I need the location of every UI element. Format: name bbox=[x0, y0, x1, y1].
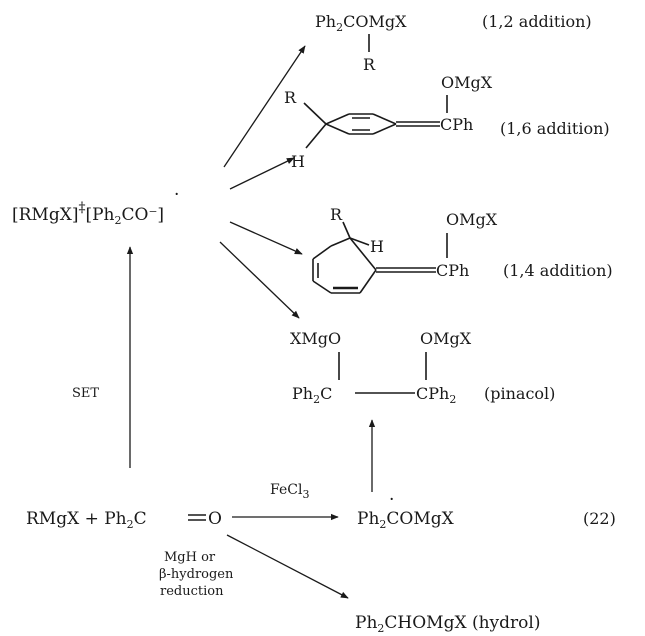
arrow-to-1-4 bbox=[229, 221, 303, 255]
p16-h-bond bbox=[305, 123, 327, 149]
fecl3-label: FeCl3 bbox=[270, 482, 309, 501]
mgh-label-line1: MgH or bbox=[164, 550, 216, 565]
pinacol-left-carbon: Ph2C bbox=[292, 384, 332, 406]
p16-ring-bond bbox=[372, 123, 397, 135]
p14-omgx: OMgX bbox=[446, 210, 498, 229]
arrow-to-1-6 bbox=[229, 157, 295, 190]
p14-cph: CPh bbox=[436, 261, 469, 280]
p16-r: R bbox=[284, 88, 297, 107]
intermediate-formula: [RMgX]‡[Ph2CO⁻] bbox=[12, 200, 164, 227]
product-1-6-addition: R H OMgX CPh (1,6 addition) bbox=[284, 73, 610, 171]
p14-ring-bond bbox=[312, 280, 332, 294]
p14-ring-bond bbox=[330, 237, 351, 247]
p16-r-bond bbox=[303, 102, 327, 125]
p14-h: H bbox=[370, 237, 384, 256]
p12-label: (1,2 addition) bbox=[482, 12, 592, 31]
product-1-4-addition: R H OMgX CPh (1,4 addition) bbox=[312, 205, 613, 294]
p14-r: R bbox=[330, 205, 343, 224]
reactants-formula: RMgX + Ph2C bbox=[26, 509, 147, 531]
arrow-to-hydrol bbox=[226, 534, 349, 599]
product-1-2-addition: Ph2COMgX R (1,2 addition) bbox=[315, 12, 592, 74]
p14-h-bond bbox=[349, 237, 370, 246]
pinacol-xmgo: XMgO bbox=[290, 329, 341, 348]
carbonyl-oxygen: O bbox=[208, 509, 222, 529]
p16-h: H bbox=[291, 152, 305, 171]
radical-ion-pair: [RMgX]‡[Ph2CO⁻] · bbox=[12, 185, 179, 227]
hydrol-product: Ph2CHOMgX (hydrol) bbox=[355, 613, 540, 635]
p16-omgx: OMgX bbox=[441, 73, 493, 92]
p16-cph: CPh bbox=[440, 115, 473, 134]
reactants: RMgX + Ph2C O bbox=[26, 509, 222, 531]
p14-ring-bond bbox=[349, 237, 377, 271]
pinacol-omgx: OMgX bbox=[420, 329, 472, 348]
p14-ring-bond bbox=[312, 245, 332, 260]
set-label: SET bbox=[72, 386, 99, 401]
p14-ring-bond bbox=[359, 269, 377, 294]
product-pinacol: XMgO OMgX Ph2C CPh2 (pinacol) bbox=[290, 329, 555, 406]
p12-formula: Ph2COMgX bbox=[315, 12, 407, 34]
ketyl-formula: Ph2COMgX bbox=[357, 509, 455, 531]
pinacol-right-carbon: CPh2 bbox=[416, 384, 456, 406]
p16-label: (1,6 addition) bbox=[500, 119, 610, 138]
p14-r-bond bbox=[342, 221, 351, 239]
p12-r: R bbox=[363, 55, 376, 74]
mgh-label-line3: reduction bbox=[160, 584, 224, 599]
p16-ring-bond bbox=[325, 113, 350, 125]
equation-number: (22) bbox=[583, 509, 616, 528]
ketyl-radical-dot: · bbox=[389, 490, 394, 510]
intermediate-radical-dot: · bbox=[174, 185, 179, 205]
arrow-to-1-2 bbox=[223, 45, 306, 168]
p16-ring-bond bbox=[372, 113, 397, 125]
mgh-label-line2: β-hydrogen bbox=[159, 567, 234, 582]
arrow-to-pinacol bbox=[219, 241, 300, 319]
pinacol-label: (pinacol) bbox=[484, 384, 555, 403]
p16-ring-bond bbox=[325, 123, 350, 135]
p14-label: (1,4 addition) bbox=[503, 261, 613, 280]
ketyl-product: Ph2COMgX · bbox=[357, 490, 455, 531]
